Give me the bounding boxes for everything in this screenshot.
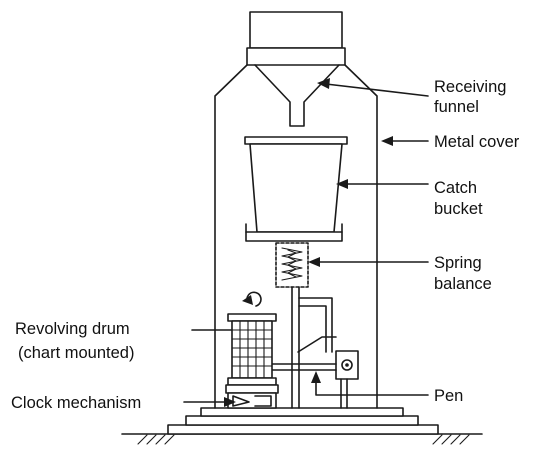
label-spring-balance-2: balance: [434, 275, 492, 293]
ground-hatching-right: [432, 434, 470, 445]
pen-linkage: [297, 297, 359, 409]
label-catch-bucket-2: bucket: [434, 200, 483, 218]
metal-cover-outline: [214, 64, 378, 409]
label-receiving-funnel-1: Receiving: [434, 78, 506, 96]
leader-spring-balance: [308, 257, 429, 267]
bucket-platform: [245, 223, 343, 242]
ground-hatching-left: [137, 434, 175, 445]
rotation-arrow-icon: [246, 291, 262, 307]
spring-balance: [275, 242, 309, 288]
leader-pen: [311, 371, 429, 396]
label-receiving-funnel-2: funnel: [434, 98, 479, 116]
pen-arm: [267, 363, 337, 371]
leader-receiving-funnel: [317, 78, 429, 97]
label-metal-cover: Metal cover: [434, 133, 520, 151]
leader-catch-bucket: [336, 179, 429, 189]
ground-base: [121, 407, 483, 445]
label-pen: Pen: [434, 387, 463, 405]
drum-chart-grid: [231, 320, 273, 379]
label-clock-mechanism: Clock mechanism: [11, 394, 141, 412]
catch-bucket: [244, 136, 348, 233]
leader-clock-mechanism: [183, 397, 236, 407]
label-catch-bucket-1: Catch: [434, 179, 477, 197]
label-spring-balance-1: Spring: [434, 254, 482, 272]
label-revolving-drum-1: Revolving drum: [15, 320, 130, 338]
central-rod: [291, 286, 300, 409]
leader-metal-cover: [381, 136, 429, 146]
revolving-drum: [227, 291, 277, 386]
receiving-funnel: [246, 11, 346, 127]
clock-mechanism: [225, 384, 279, 409]
label-revolving-drum-2: (chart mounted): [18, 344, 134, 362]
